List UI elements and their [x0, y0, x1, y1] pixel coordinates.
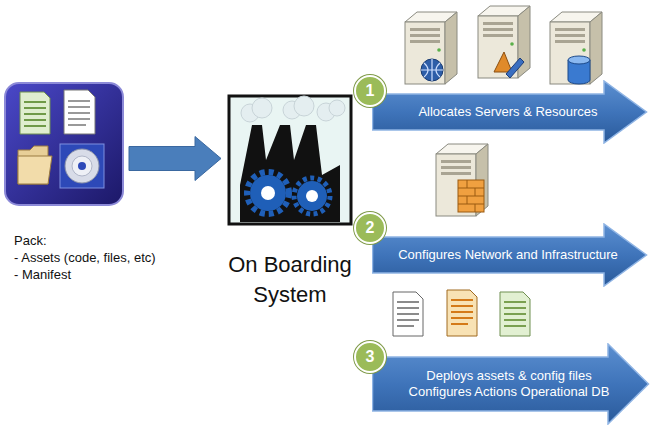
step-text: Allocates Servers & Resources: [418, 104, 597, 120]
callout-number: 3: [366, 348, 375, 366]
text-block: Pack:- Assets (code, files, etc)- Manife…: [14, 232, 214, 283]
factory-icon: [229, 96, 351, 224]
onboarding-system: On Boarding System: [229, 96, 351, 224]
callout-number: 1: [366, 82, 375, 100]
arrow-outline: [373, 81, 647, 143]
step-circle: 2: [354, 212, 386, 244]
pack-icon-box: Pack:- Assets (code, files, etc)- Manife…: [5, 83, 123, 205]
step-arrow: Configures Network and Infrastructure: [372, 223, 648, 287]
pack-contents: - Manifest: [14, 266, 214, 283]
server-icons: [405, 6, 602, 84]
pack-contents: Pack:: [14, 232, 214, 249]
step-arrow: Allocates Servers & Resources: [372, 80, 648, 144]
pack-contents: - Assets (code, files, etc): [14, 249, 214, 266]
document-icons: [393, 290, 530, 336]
step-circle: 1: [354, 75, 386, 107]
gear: [294, 178, 330, 214]
step-arrow: Deploys assets & config filesConfigures …: [372, 343, 650, 425]
gear: [247, 172, 289, 214]
firewall-server: [436, 144, 488, 216]
arrow-outline: [373, 224, 647, 286]
step-circle: 3: [354, 341, 386, 373]
arrow-outline: [373, 344, 649, 424]
step-text: Deploys assets & config files: [426, 368, 591, 384]
pack-icon: [5, 83, 123, 205]
text-block: On Boarding System: [213, 250, 367, 310]
flow-arrow: [129, 137, 221, 181]
system-label: On Boarding System: [213, 250, 367, 310]
step-text: Configures Actions Operational DB: [409, 384, 610, 400]
step-text: Configures Network and Infrastructure: [398, 247, 618, 263]
callout-number: 2: [366, 219, 375, 237]
